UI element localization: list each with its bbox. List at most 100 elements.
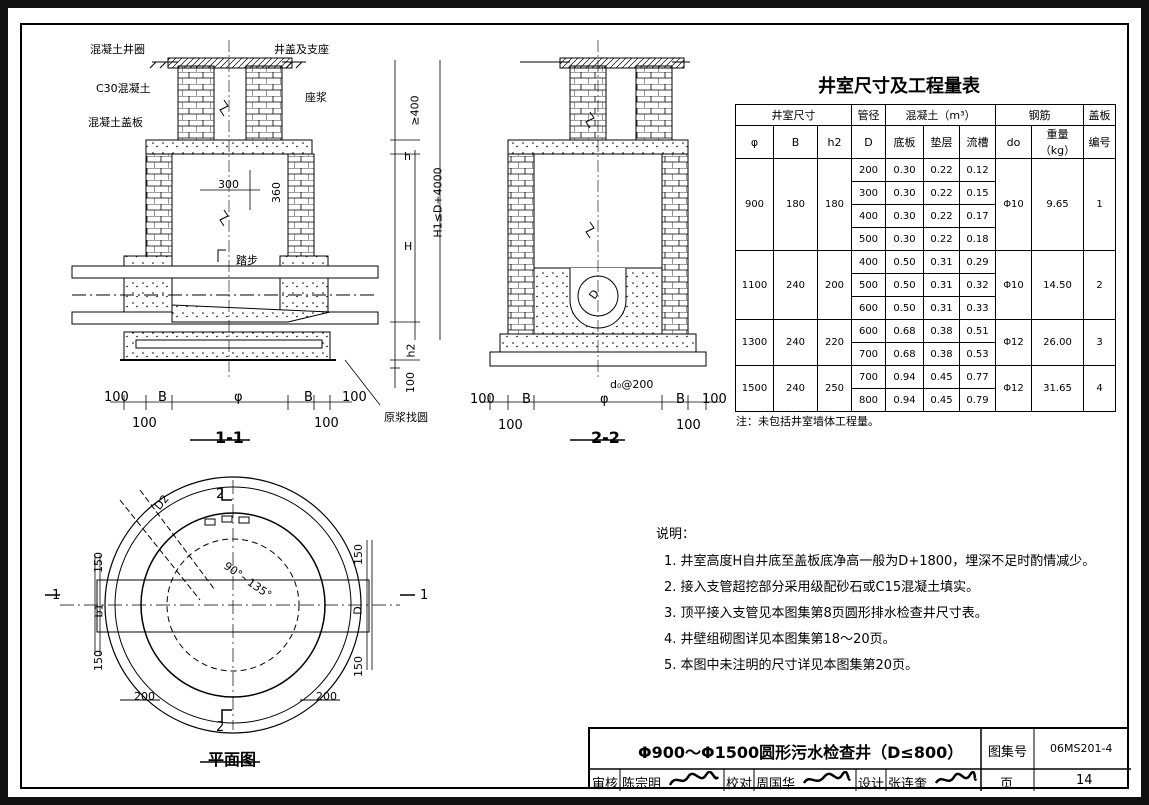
atlas-number: 06MS201-4 [1050,742,1113,755]
review-label: 审核 [592,777,619,792]
cell: 200 [817,250,852,320]
cell: 700 [851,365,886,389]
cell: 0.50 [885,296,924,320]
dim-400: ≥400 [408,95,422,126]
dim-1-B1: B [158,390,167,405]
dim-h2: h2 [404,343,418,358]
dim-1-100c: 100 [132,416,157,431]
dim-1-100d: 100 [314,416,339,431]
cell: 0.30 [885,181,924,205]
plan-cut-1-left: 1 [52,588,61,603]
cell: 0.30 [885,204,924,228]
cell: 0.94 [885,365,924,389]
cell: Φ10 [995,158,1032,251]
th-sub: φ [735,125,774,159]
drawing-frame [20,23,1129,789]
section-1-1-structure [71,40,379,380]
cell: 1 [1083,158,1116,251]
th-sub: 编号 [1083,125,1116,159]
dim-100v: 100 [404,372,417,393]
cell: 0.22 [923,227,960,251]
dim-1-B2: B [304,390,313,405]
cell: 0.94 [885,388,924,412]
callout-mortar-wrap: 原浆找圆 [384,411,428,424]
cell: 1500 [735,365,774,412]
atlas-label: 图集号 [988,745,1028,760]
cell: 600 [851,319,886,343]
dim-1-100a: 100 [104,390,129,405]
callout-step: 踏步 [236,254,258,267]
cell: 1100 [735,250,774,320]
cell: 0.31 [923,250,960,274]
dim-2-phi: φ [600,392,609,407]
th-sub: 重量（kg） [1031,125,1084,159]
checker-signature [802,771,852,784]
callout-c30: C30混凝土 [96,82,151,95]
cell: 400 [851,204,886,228]
th-size: 井室尺寸 [735,104,852,126]
cell: 0.51 [959,319,996,343]
dim-2-B2: B [676,392,685,407]
th-sub: D [851,125,886,159]
th-pipe: 管径 [851,104,886,126]
cell: 0.15 [959,181,996,205]
th-sub: B [773,125,818,159]
plan-dim-200a: 200 [134,690,155,703]
cell: 0.50 [885,273,924,297]
note-item: 4. 井壁组砌图详见本图集第18～20页。 [664,632,896,647]
dim-1-phi: φ [234,390,243,405]
table-note: 注：未包括井室墙体工程量。 [736,415,879,428]
cell: 0.38 [923,319,960,343]
dim-360: 360 [270,182,283,203]
th-sub: 流槽 [959,125,996,159]
th-rebar: 钢筋 [995,104,1084,126]
quantity-table: 井室尺寸 管径 混凝土（m³） 钢筋 盖板 φ B h2 D 底板 垫层 流槽 … [735,104,1116,412]
cell: 220 [817,319,852,366]
dim-2-100a: 100 [470,392,495,407]
plan-view-structure [45,476,415,763]
th-sub: h2 [817,125,852,159]
cell: 240 [773,319,818,366]
cell: 0.29 [959,250,996,274]
callout-cover-slab: 混凝土盖板 [88,116,143,129]
note-item: 2. 接入支管超挖部分采用级配砂石或C15混凝土填实。 [664,580,980,595]
cell: 0.17 [959,204,996,228]
th-concrete: 混凝土（m³） [885,104,996,126]
cell: 900 [735,158,774,251]
page-label: 页 [1000,777,1014,792]
cell: 0.79 [959,388,996,412]
cell: 1300 [735,319,774,366]
cell: 0.50 [885,250,924,274]
cell: 0.32 [959,273,996,297]
dim-H: H [404,240,413,253]
cell: 0.12 [959,158,996,182]
dim-300: 300 [218,178,239,191]
plan-dim-150a: 150 [92,552,105,573]
page-number: 14 [1076,773,1093,788]
table-row: 1100 240 200 400 0.50 0.31 0.29 Φ10 14.5… [735,250,1116,320]
cell: 240 [773,250,818,320]
plan-dim-150c: 150 [352,544,365,565]
cell: 3 [1083,319,1116,366]
cell: 700 [851,342,886,366]
designer-signature [934,771,978,784]
cell: 0.22 [923,204,960,228]
plan-dim-150d: 150 [352,656,365,677]
section-1-1-label: 1-1 [215,428,244,447]
callout-cover-seat: 井盖及支座 [274,43,329,56]
cell: 0.22 [923,181,960,205]
title-block-grid [590,729,1131,791]
notes-heading: 说明： [656,527,696,542]
cell: 9.65 [1031,158,1084,251]
cell: 600 [851,296,886,320]
cell: 31.65 [1031,365,1084,412]
callout-concrete-ring: 混凝土井圈 [90,43,145,56]
table-row: 900 180 180 200 0.30 0.22 0.12 Φ10 9.65 … [735,158,1116,251]
note-item: 3. 顶平接入支管见本图集第8页圆形排水检查井尺寸表。 [664,606,988,621]
cell: 0.33 [959,296,996,320]
cell: 0.31 [923,296,960,320]
cell: 180 [773,158,818,251]
section-1-1-dim-lines [110,60,441,441]
